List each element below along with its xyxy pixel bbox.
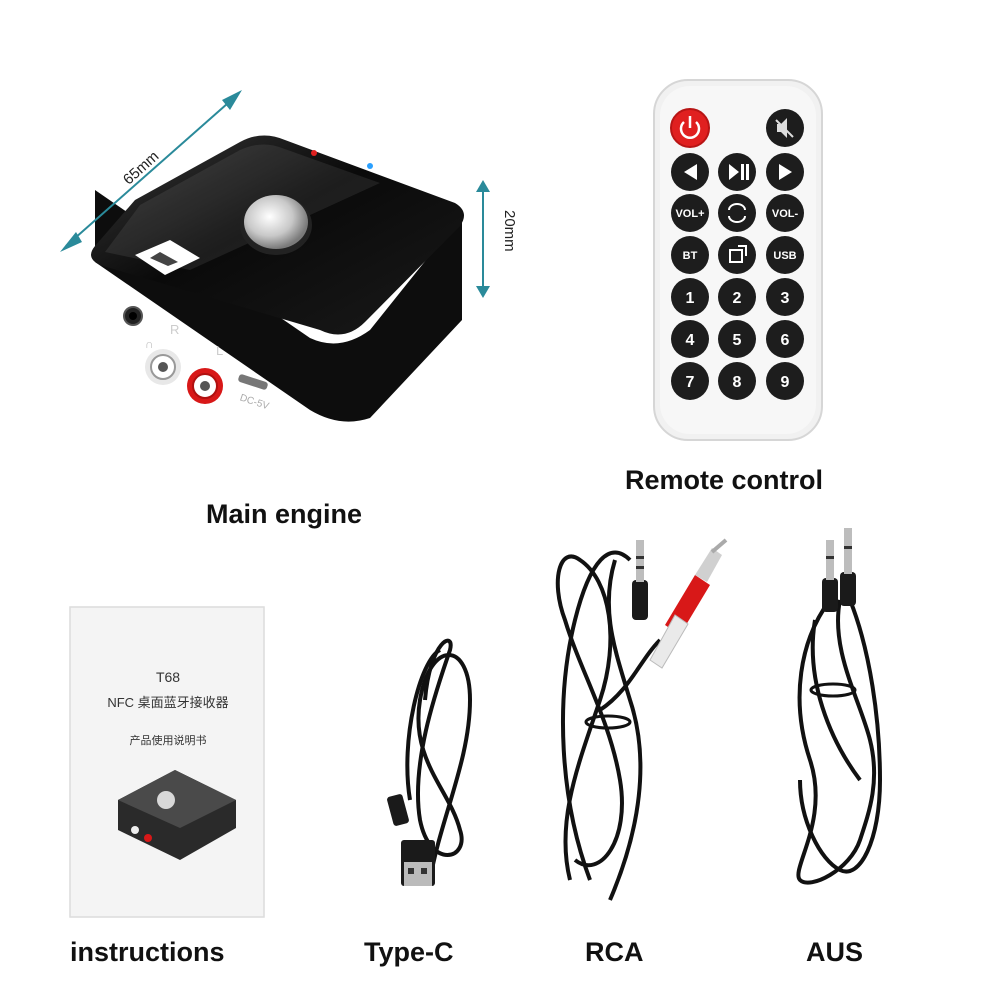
- aus-plug-1: [822, 540, 838, 612]
- booklet-title: NFC 桌面蓝牙接收器: [107, 695, 228, 710]
- number-6-button: 6: [766, 320, 804, 358]
- booklet-device-photo: [118, 770, 236, 860]
- previous-icon: [684, 164, 697, 180]
- usb-button: USB: [766, 236, 804, 274]
- nfc-logo-icon: [135, 240, 200, 275]
- remote-control-caption: Remote control: [625, 465, 824, 495]
- rca-caption: RCA: [585, 937, 644, 967]
- svg-text:6: 6: [781, 332, 790, 349]
- booklet-cover: [69, 606, 265, 918]
- svg-text:1: 1: [686, 290, 695, 307]
- number-9-button: 9: [766, 362, 804, 400]
- mute-button: [766, 109, 804, 147]
- booklet-subtitle: 产品使用说明书: [130, 733, 207, 747]
- next-button: [766, 153, 804, 191]
- number-5-button: 5: [718, 320, 756, 358]
- red-led: [311, 150, 317, 156]
- svg-text:BT: BT: [683, 250, 698, 262]
- svg-text:4: 4: [686, 332, 695, 349]
- number-1-button: 1: [671, 278, 709, 316]
- jack-label-l: L: [216, 343, 223, 358]
- number-8-button: 8: [718, 362, 756, 400]
- svg-text:2: 2: [733, 290, 742, 307]
- type-c-caption: Type-C: [364, 937, 454, 967]
- play-pause-button: [718, 153, 756, 191]
- source-icon: [729, 245, 747, 263]
- svg-text:8: 8: [733, 374, 742, 391]
- svg-text:USB: USB: [773, 250, 796, 262]
- number-7-button: 7: [671, 362, 709, 400]
- type-c-plug: [387, 794, 409, 826]
- svg-text:VOL-: VOL-: [772, 208, 799, 220]
- main-engine-caption: Main engine: [206, 499, 363, 529]
- source-button: [718, 236, 756, 274]
- blue-led: [367, 163, 373, 169]
- svg-text:9: 9: [781, 374, 790, 391]
- loop-icon: [728, 203, 746, 223]
- aus-caption: AUS: [806, 937, 864, 967]
- power-button: [670, 108, 710, 148]
- device-body-side: [95, 190, 462, 422]
- svg-text:5: 5: [733, 332, 742, 349]
- height-dimension-arrow: [476, 180, 490, 298]
- previous-button: [671, 153, 709, 191]
- height-dimension-label: 20mm: [501, 210, 518, 252]
- number-4-button: 4: [671, 320, 709, 358]
- svg-text:3: 3: [781, 290, 790, 307]
- booklet-model: T68: [156, 669, 180, 685]
- rca-jack-left: [187, 368, 223, 404]
- width-dimension-arrow: [60, 90, 242, 252]
- bt-button: BT: [671, 236, 709, 274]
- number-2-button: 2: [718, 278, 756, 316]
- mode-button: [718, 194, 756, 232]
- rca-white-plug: [649, 614, 689, 669]
- vol-up-button: VOL+: [671, 194, 709, 232]
- svg-text:∩: ∩: [145, 337, 154, 351]
- svg-text:7: 7: [686, 374, 695, 391]
- next-icon: [779, 164, 792, 180]
- mute-icon: [777, 118, 787, 138]
- jack-label-r: R: [170, 322, 179, 337]
- dc-port: [238, 374, 268, 390]
- cable-tie: [584, 714, 632, 730]
- number-3-button: 3: [766, 278, 804, 316]
- aus-plug-2: [840, 528, 856, 606]
- aus-cable-tie: [809, 682, 857, 698]
- play-pause-icon: [729, 164, 739, 180]
- rca-35mm-plug: [632, 540, 648, 620]
- rca-jack-right: [145, 349, 181, 385]
- vol-down-button: VOL-: [766, 194, 804, 232]
- instructions-caption: instructions: [70, 937, 225, 967]
- svg-text:VOL+: VOL+: [675, 208, 704, 220]
